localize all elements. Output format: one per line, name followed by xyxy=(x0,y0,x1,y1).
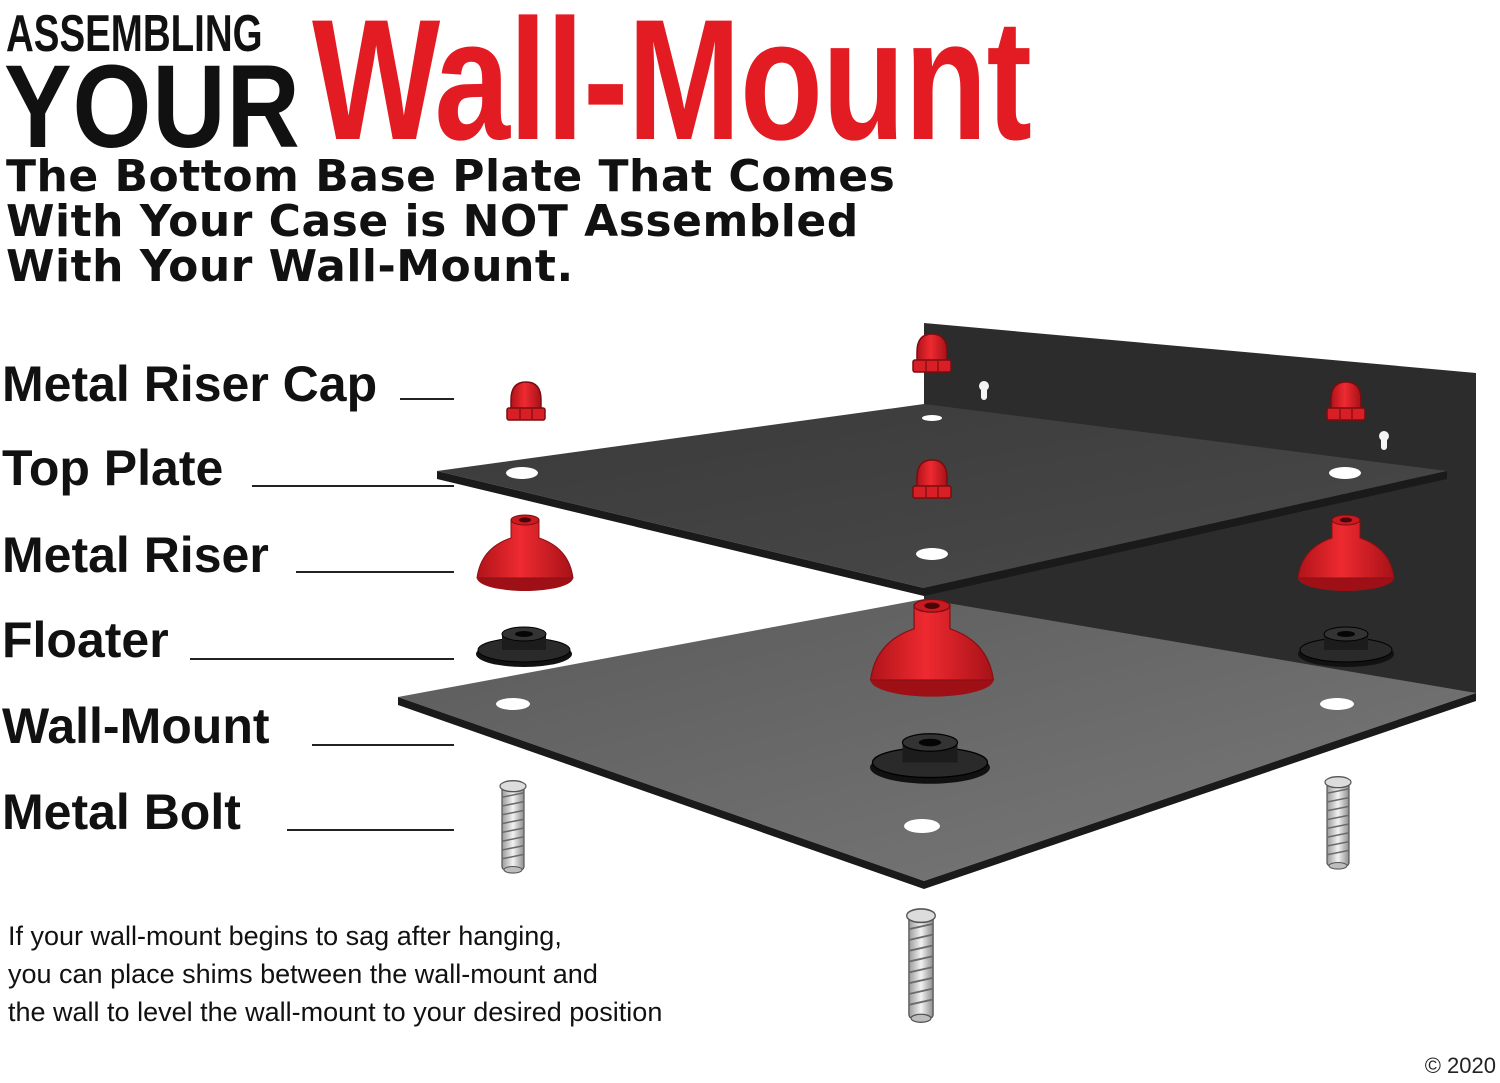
subtitle-line-2: With Your Case is NOT Assembled xyxy=(6,196,859,247)
note-line-1: If your wall-mount begins to sag after h… xyxy=(8,921,562,951)
label-floater: Floater xyxy=(2,612,169,668)
leader-line-floater xyxy=(190,658,454,660)
leader-line-riser-cap xyxy=(400,398,454,400)
keyhole-slot-icon xyxy=(979,381,1389,450)
leader-line-metal-riser xyxy=(296,571,454,573)
label-wall-mount: Wall-Mount xyxy=(2,698,270,754)
heading-wall-mount: Wall-Mount xyxy=(312,0,1032,176)
metal-bolt-left xyxy=(499,779,527,874)
subtitle-line-3: With Your Wall-Mount. xyxy=(6,241,574,292)
heading-your: YOUR xyxy=(4,41,301,173)
plate-holes xyxy=(496,698,1354,833)
leader-line-top-plate xyxy=(252,485,454,487)
note-line-3: the wall to level the wall-mount to your… xyxy=(8,997,663,1027)
metal-riser-cap-front-left xyxy=(506,381,546,421)
floater-left xyxy=(475,626,573,668)
leader-line-metal-bolt xyxy=(287,829,454,831)
label-metal-riser-cap: Metal Riser Cap xyxy=(2,356,378,412)
warning-subtitle: The Bottom Base Plate That Comes With Yo… xyxy=(6,154,895,289)
leader-line-wall-mount xyxy=(312,744,454,746)
label-metal-bolt: Metal Bolt xyxy=(2,784,241,840)
heading-assembling: ASSEMBLING xyxy=(6,5,263,63)
label-metal-riser: Metal Riser xyxy=(2,527,269,583)
subtitle-line-1: The Bottom Base Plate That Comes xyxy=(6,151,896,202)
shim-note: If your wall-mount begins to sag after h… xyxy=(8,917,662,1031)
metal-bolt-right xyxy=(1324,775,1352,870)
metal-bolt-center xyxy=(905,908,937,1024)
copyright-notice: © 2020 xyxy=(1424,1053,1496,1078)
note-line-2: you can place shims between the wall-mou… xyxy=(8,959,598,989)
label-top-plate: Top Plate xyxy=(2,440,224,496)
metal-riser-left xyxy=(476,514,574,592)
